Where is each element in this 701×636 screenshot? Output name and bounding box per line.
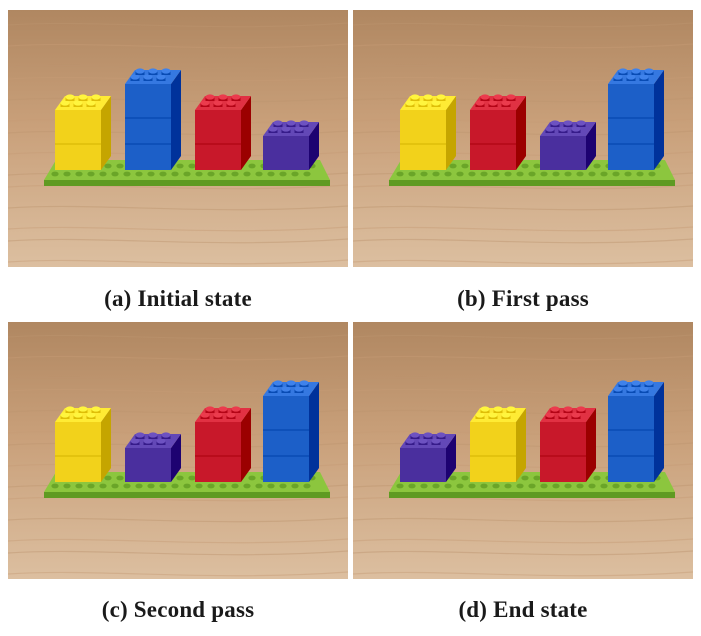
purple-brick: [125, 432, 181, 482]
lego-scene: [8, 322, 348, 579]
blue-brick: [263, 380, 319, 482]
caption-second-pass: (c) Second pass: [101, 597, 255, 622]
caption-initial-state: (a) Initial state: [104, 286, 252, 311]
caption-end-state: (d) End state: [458, 597, 588, 622]
yellow-brick: [55, 94, 111, 170]
caption-first-pass: (b) First pass: [457, 286, 589, 311]
purple-brick: [263, 120, 319, 170]
photo-initial-state: [8, 10, 348, 267]
lego-scene: [353, 322, 693, 579]
red-brick: [540, 406, 596, 482]
purple-brick: [400, 432, 456, 482]
red-brick: [195, 94, 251, 170]
yellow-brick: [400, 94, 456, 170]
lego-scene: [353, 10, 693, 267]
blue-brick: [608, 68, 664, 170]
photo-first-pass: [353, 10, 693, 267]
yellow-brick: [55, 406, 111, 482]
photo-second-pass: [8, 322, 348, 579]
red-brick: [195, 406, 251, 482]
blue-brick: [608, 380, 664, 482]
red-brick: [470, 94, 526, 170]
purple-brick: [540, 120, 596, 170]
lego-scene: [8, 10, 348, 267]
blue-brick: [125, 68, 181, 170]
photo-end-state: [353, 322, 693, 579]
yellow-brick: [470, 406, 526, 482]
